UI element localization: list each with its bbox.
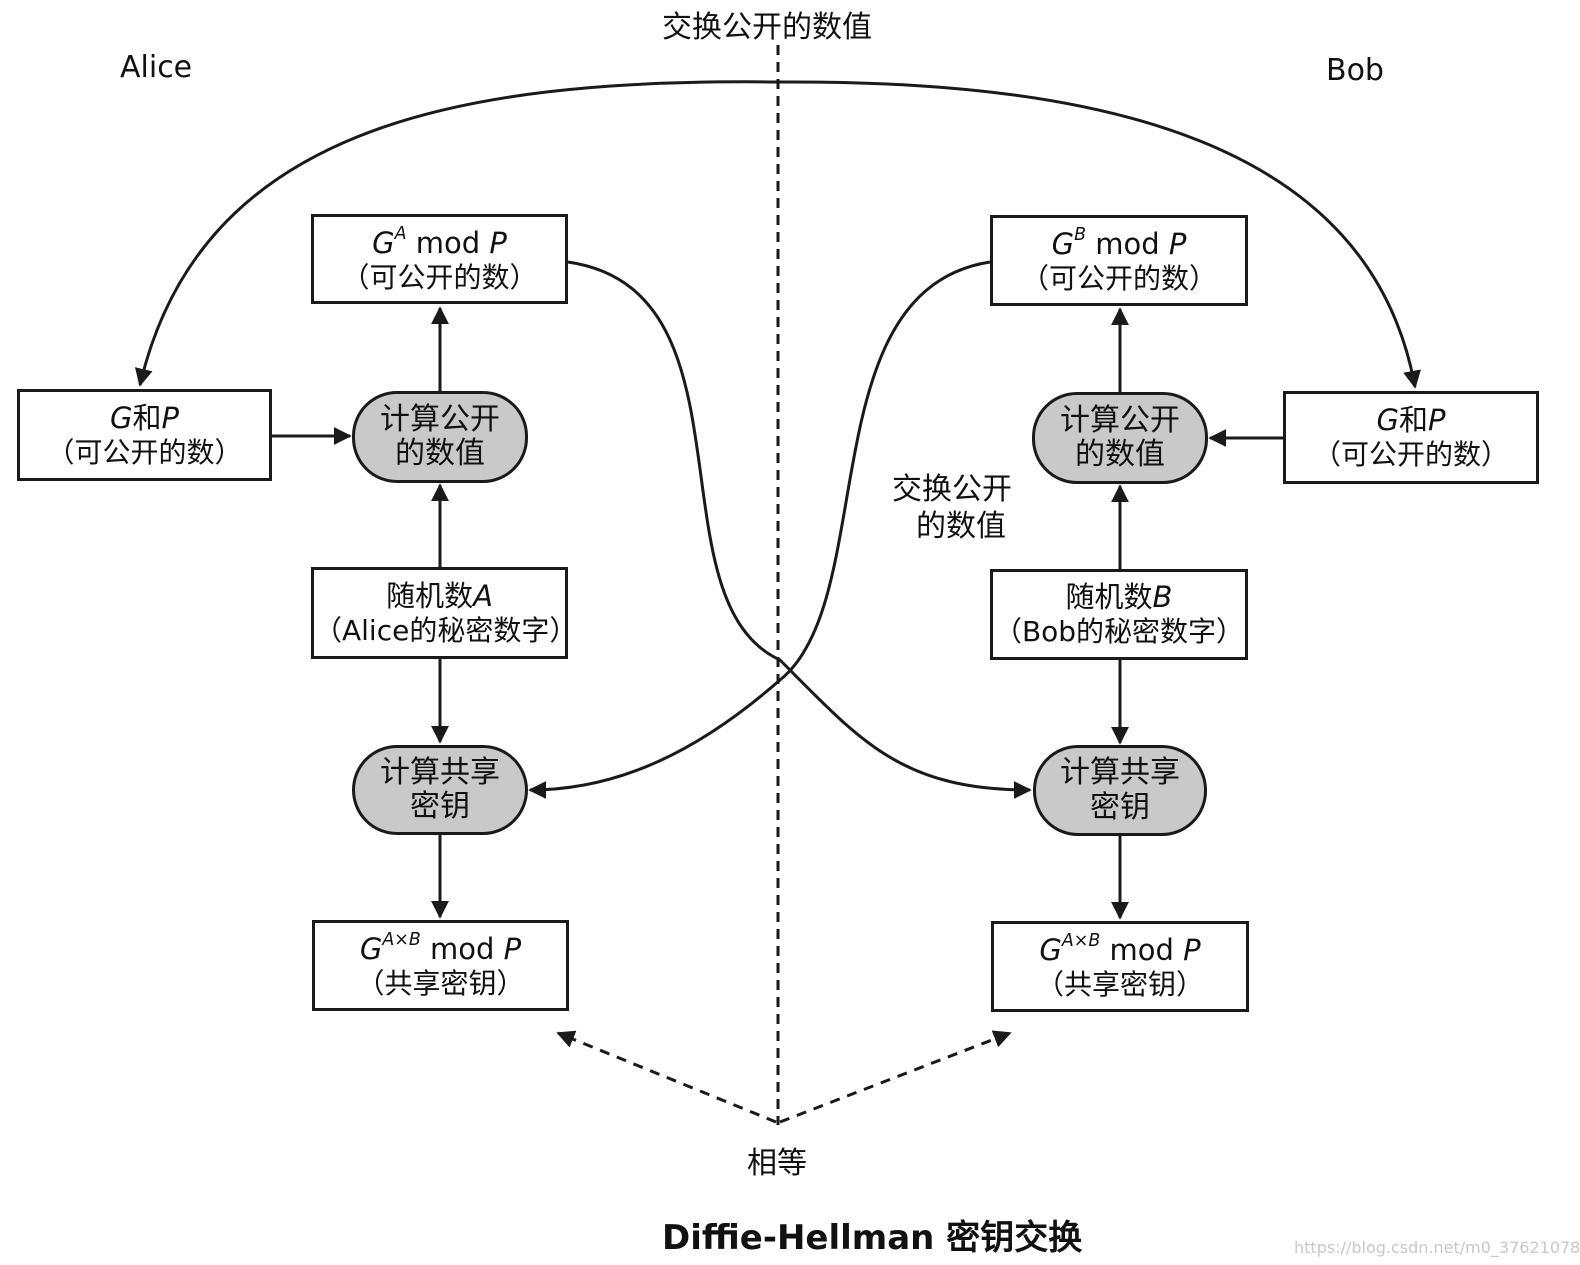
diagram-caption: Diffie-Hellman 密钥交换 <box>662 1218 1083 1258</box>
alice-calc-shared-line2: 密钥 <box>410 789 470 824</box>
bob-gp-formula: G和P <box>1376 403 1446 438</box>
bob-calc-shared-line1: 计算共享 <box>1060 755 1180 790</box>
bob-g-and-p-box: G和P （可公开的数） <box>1283 391 1539 484</box>
bob-random-box: 随机数B （Bob的秘密数字） <box>990 569 1248 660</box>
bob-random-note: （Bob的秘密数字） <box>993 615 1245 649</box>
bob-key-formula: GA×B mod P <box>1039 931 1201 968</box>
middle-exchange-line2: 的数值 <box>916 508 1006 544</box>
alice-random-title: 随机数A <box>386 578 493 613</box>
alice-key-formula: GA×B mod P <box>359 930 522 967</box>
bob-shared-key-box: GA×B mod P （共享密钥） <box>991 921 1249 1012</box>
alice-calc-shared-line1: 计算共享 <box>380 754 500 790</box>
bob-calc-public-line2: 的数值 <box>1075 437 1165 472</box>
alice-ga-mod-p-box: GA mod P （可公开的数） <box>311 214 568 304</box>
bob-calc-shared-line2: 密钥 <box>1090 789 1150 825</box>
watermark-url: https://blog.csdn.net/m0_37621078 <box>1294 1238 1580 1257</box>
bob-label: Bob <box>1326 53 1384 88</box>
bob-random-title: 随机数B <box>1065 580 1173 615</box>
bob-key-note: （共享密钥） <box>1035 968 1204 1002</box>
alice-random-box: 随机数A （Alice的秘密数字） <box>311 567 578 659</box>
alice-calc-public-line2: 的数值 <box>395 436 485 471</box>
equal-label: 相等 <box>747 1146 807 1181</box>
alice-shared-key-box: GA×B mod P （共享密钥） <box>312 920 569 1011</box>
alice-ga-formula: GA mod P <box>372 223 507 260</box>
alice-calc-shared-node: 计算共享 密钥 <box>352 745 528 835</box>
middle-exchange-label: 交换公开 的数值 <box>892 472 1012 545</box>
bob-gb-mod-p-box: GB mod P （可公开的数） <box>990 215 1248 306</box>
bob-calc-shared-node: 计算共享 密钥 <box>1033 745 1207 836</box>
curve-gb-to-alice-shared <box>528 260 991 799</box>
bob-calc-public-line1: 计算公开 <box>1060 402 1180 438</box>
equal-arrow-right <box>779 1030 1012 1124</box>
alice-key-note: （共享密钥） <box>356 967 525 1001</box>
alice-calc-public-node: 计算公开 的数值 <box>352 391 528 483</box>
top-arc-to-bob <box>777 80 1421 389</box>
equal-arrow-left <box>556 1030 777 1124</box>
top-exchange-label: 交换公开的数值 <box>662 10 872 45</box>
alice-random-note: （Alice的秘密数字） <box>314 613 578 647</box>
bob-gb-formula: GB mod P <box>1051 225 1187 262</box>
middle-exchange-line1: 交换公开 <box>892 472 1012 507</box>
alice-g-and-p-box: G和P （可公开的数） <box>17 389 272 481</box>
bob-calc-public-node: 计算公开 的数值 <box>1032 392 1208 484</box>
alice-ga-note: （可公开的数） <box>341 260 538 294</box>
top-arc-to-alice <box>134 80 779 387</box>
alice-calc-public-line1: 计算公开 <box>380 401 500 437</box>
alice-gp-formula: G和P <box>110 400 179 435</box>
alice-label: Alice <box>120 50 193 85</box>
alice-gp-note: （可公开的数） <box>46 435 243 469</box>
curve-ga-to-bob-shared <box>567 260 1032 799</box>
bob-gp-note: （可公开的数） <box>1312 438 1509 472</box>
bob-gb-note: （可公开的数） <box>1020 262 1217 296</box>
